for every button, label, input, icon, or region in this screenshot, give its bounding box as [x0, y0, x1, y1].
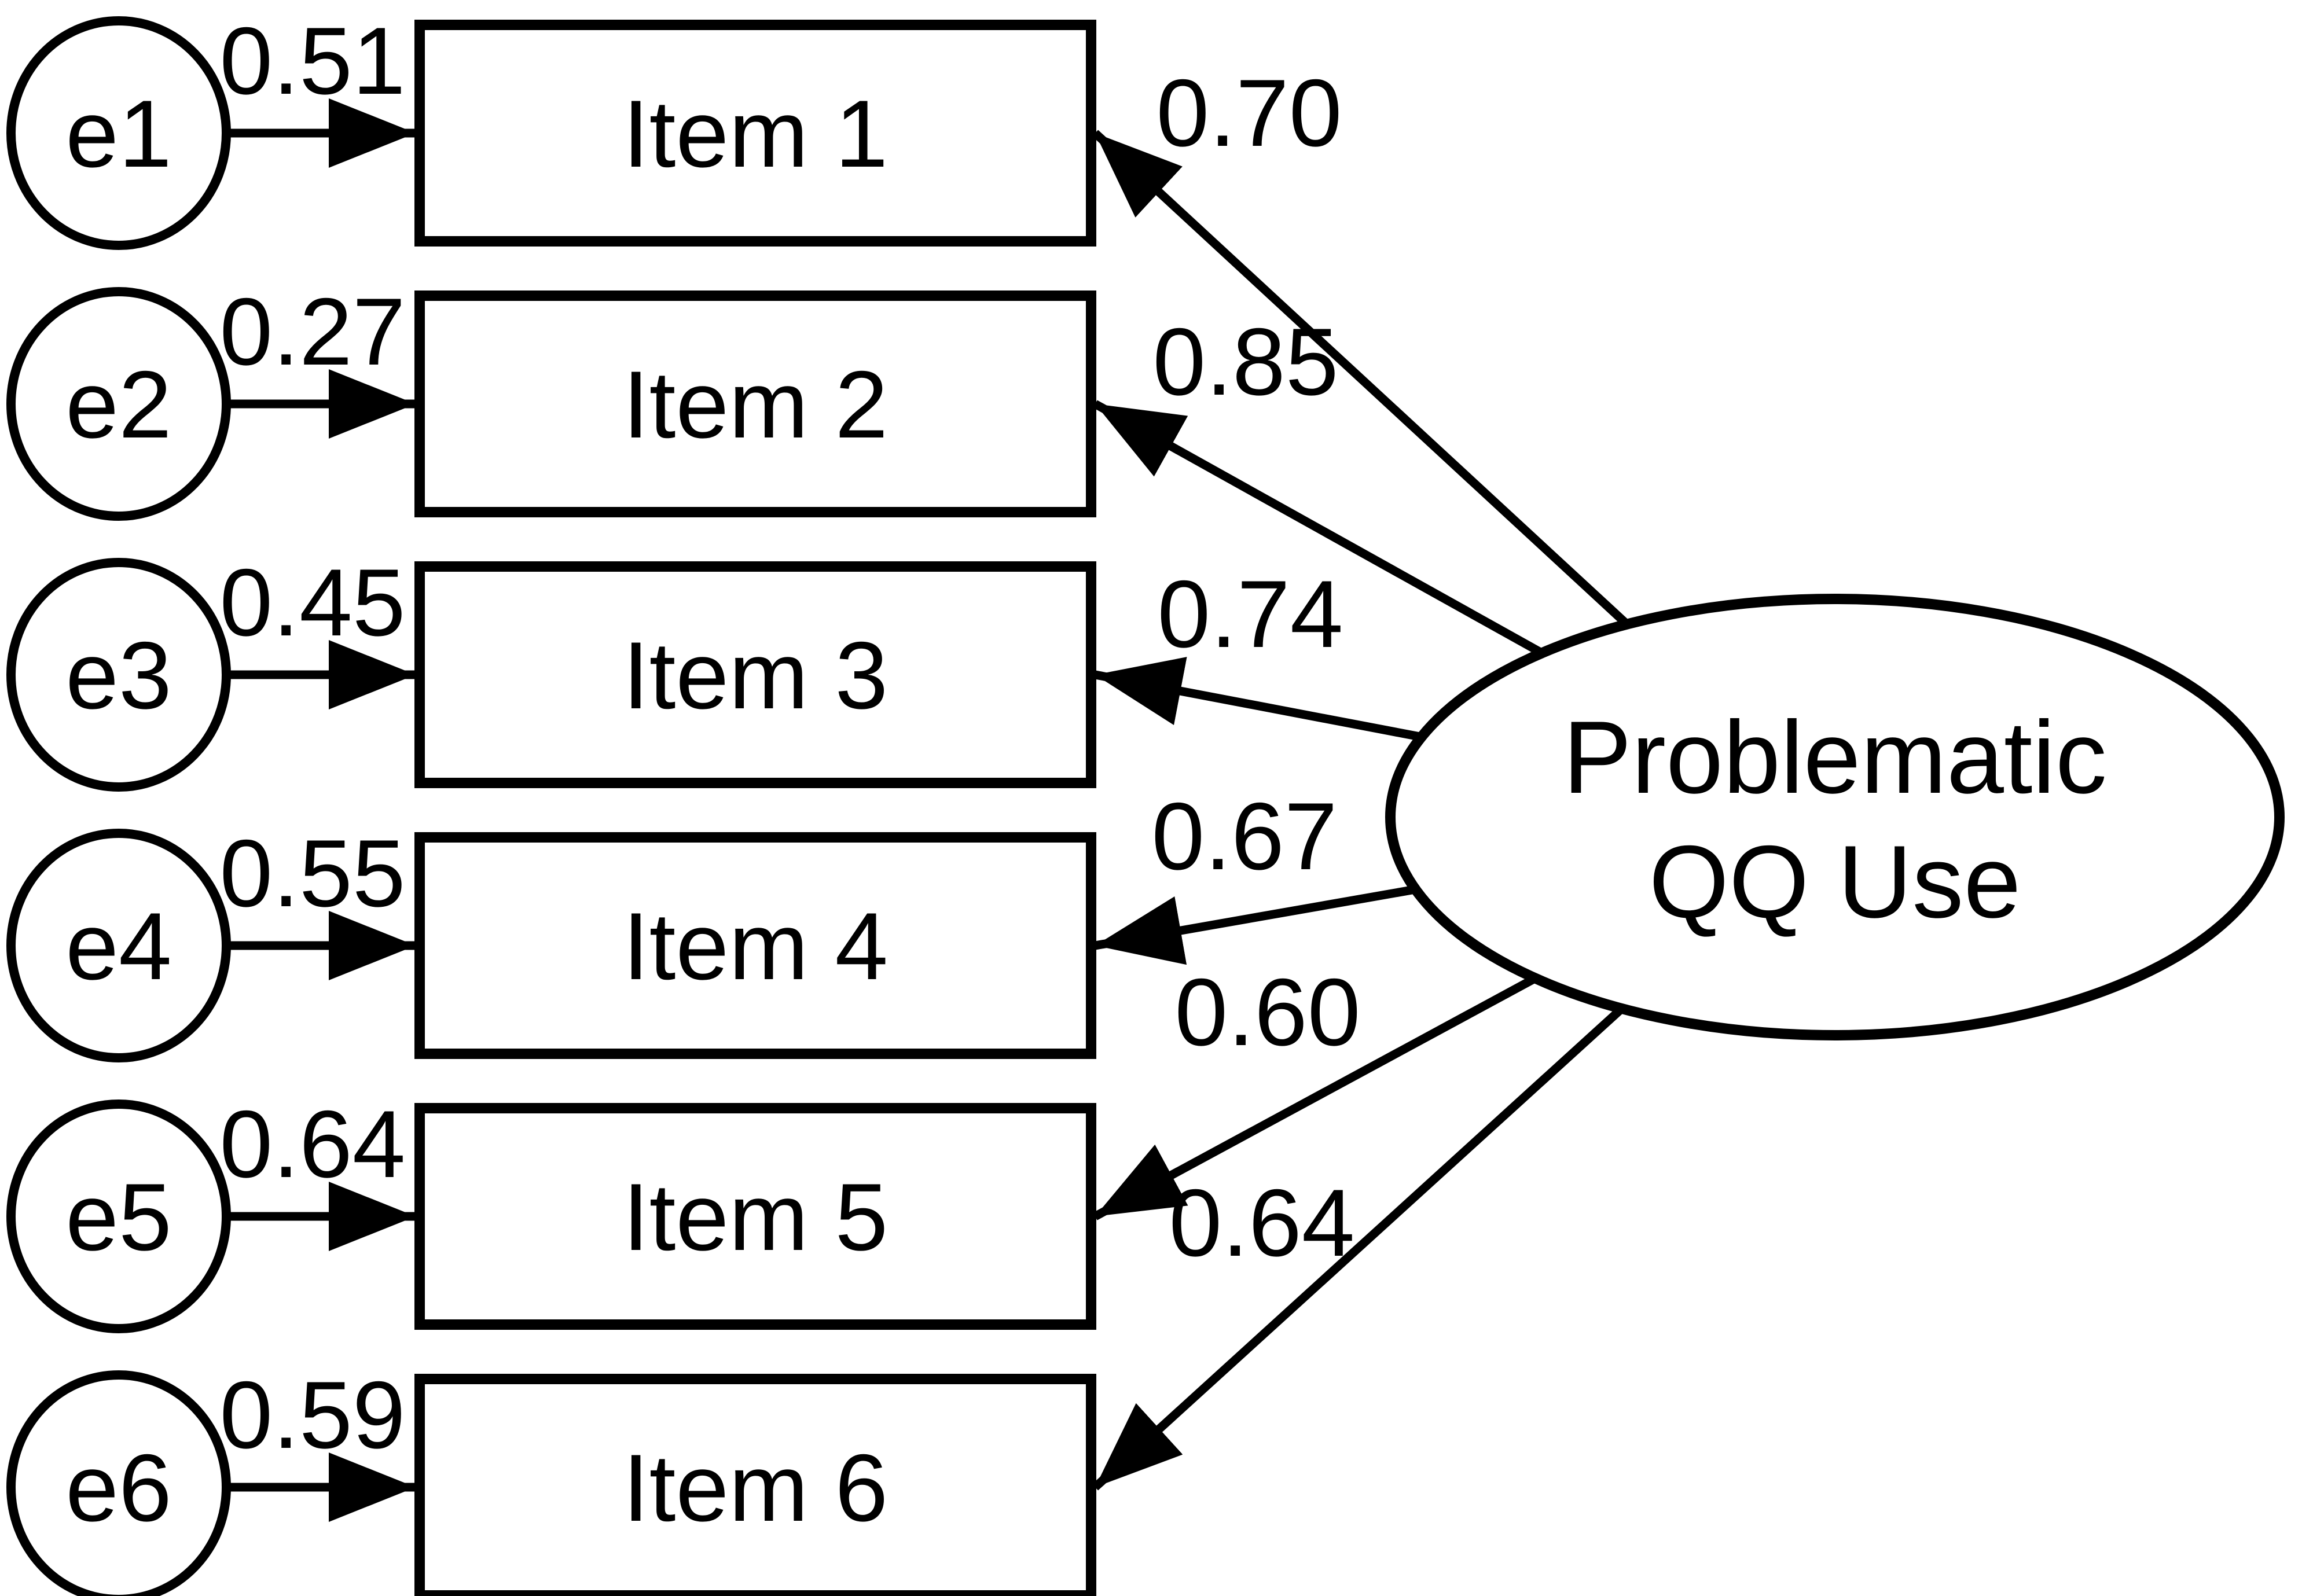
factor-loading-arrow-item4 — [1094, 885, 1416, 965]
factor-loading-arrow-item2 — [1093, 400, 1544, 657]
item-box-3 — [414, 561, 1096, 788]
factor-loading-arrow-item1 — [1092, 130, 1630, 627]
loading-value-item2: 0.85 — [1152, 308, 1338, 415]
error-circle-e6 — [6, 1370, 231, 1596]
item-label-6: Item 6 — [623, 1435, 889, 1541]
loading-value-item3: 0.74 — [1157, 561, 1343, 667]
item-box-1 — [414, 20, 1096, 247]
error-term-names: e1 e2 e3 e4 e5 e6 — [65, 80, 172, 1541]
latent-variable-label-line2: QQ Use — [1649, 824, 2021, 939]
latent-variable-label-line1: Problematic — [1563, 700, 2107, 815]
error-value-e6: 0.59 — [219, 1362, 405, 1468]
error-term-label-e2: e2 — [65, 351, 172, 458]
loading-value-item6: 0.64 — [1169, 1170, 1354, 1276]
loading-value-item4: 0.67 — [1151, 783, 1337, 889]
item-box-4 — [414, 832, 1096, 1059]
factor-loading-arrow-item3 — [1094, 657, 1421, 741]
error-value-e1: 0.51 — [219, 8, 405, 114]
item-label-3: Item 3 — [623, 622, 889, 729]
factor-loading-arrow-item5 — [1093, 973, 1539, 1220]
error-value-e4: 0.55 — [219, 820, 405, 926]
error-circle-e1 — [6, 16, 231, 250]
item-label-2: Item 2 — [623, 351, 889, 458]
error-term-circles — [6, 16, 231, 1596]
item-boxes — [414, 20, 1096, 1596]
error-arrows — [230, 98, 416, 1522]
factor-loading-values: 0.70 0.85 0.74 0.67 0.60 0.64 — [1151, 60, 1360, 1276]
loading-value-item5: 0.60 — [1174, 959, 1360, 1065]
error-value-e3: 0.45 — [219, 549, 405, 656]
error-circle-e2 — [6, 287, 231, 521]
error-term-label-e3: e3 — [65, 622, 172, 729]
error-value-e5: 0.64 — [219, 1091, 405, 1197]
factor-loading-arrows — [1092, 130, 1630, 1491]
item-box-2 — [414, 290, 1096, 517]
item-box-5 — [414, 1103, 1096, 1330]
error-circle-e5 — [6, 1099, 231, 1333]
item-label-1: Item 1 — [623, 80, 889, 187]
error-term-label-e6: e6 — [65, 1435, 172, 1541]
error-circle-e4 — [6, 829, 231, 1062]
error-value-e2: 0.27 — [219, 278, 405, 385]
item-label-4: Item 4 — [623, 893, 889, 999]
latent-variable-ellipse — [1385, 594, 2285, 1040]
error-term-label-e1: e1 — [65, 80, 172, 187]
item-label-5: Item 5 — [623, 1164, 889, 1270]
factor-loading-arrow-item6 — [1092, 1003, 1627, 1491]
loading-value-item1: 0.70 — [1156, 60, 1342, 166]
error-values: 0.51 0.27 0.45 0.55 0.64 0.59 — [219, 8, 405, 1468]
item-box-6 — [414, 1374, 1096, 1596]
error-circle-e3 — [6, 558, 231, 792]
error-term-label-e4: e4 — [65, 893, 172, 999]
item-labels: Item 1 Item 2 Item 3 Item 4 Item 5 Item … — [623, 80, 889, 1541]
error-term-label-e5: e5 — [65, 1164, 172, 1270]
